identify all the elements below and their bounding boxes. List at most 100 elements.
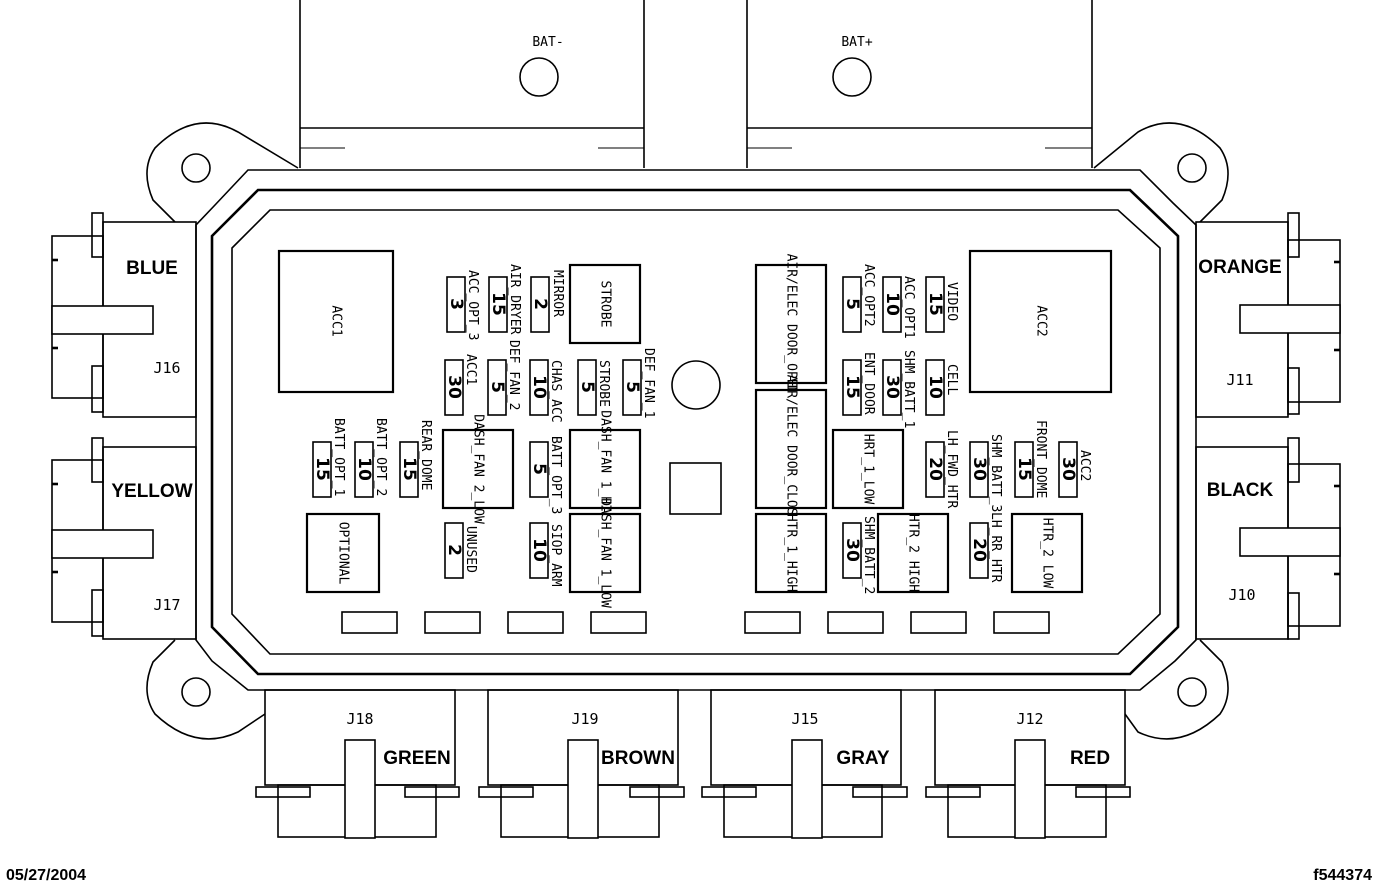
connector-j18: J18 GREEN	[255, 689, 460, 839]
connector-j18-color: GREEN	[383, 748, 451, 769]
fuse-body	[882, 276, 902, 333]
relay-strobe: STROBE	[568, 263, 642, 345]
connector-j11-color: ORANGE	[1198, 257, 1281, 278]
fuse-body	[842, 359, 862, 416]
connector-j17: YELLOW J17	[51, 437, 197, 640]
relay-dash-fan-2-low: DASH_FAN 2_LOW	[441, 414, 515, 524]
fuse-amperage: 30	[969, 457, 989, 481]
connector-j15-color: GRAY	[836, 748, 889, 769]
fuse-name: VIDEO	[944, 282, 959, 321]
fuse-body	[529, 359, 549, 416]
fuse-amperage: 5	[577, 381, 597, 393]
relay-dash-fan-2-low-label: DASH_FAN 2_LOW	[471, 414, 486, 524]
bat-negative-label: BAT-	[532, 35, 563, 50]
relay-strobe-label: STROBE	[598, 281, 613, 328]
fuse-body	[488, 276, 508, 333]
fuse-name: BATT_OPT_3	[548, 436, 563, 514]
relay-air-elec-door-close-label: AIR/ELEC DOOR_CLOSE	[784, 375, 799, 524]
relay-acc2-label: ACC2	[1034, 305, 1049, 336]
connector-j19: J19 BROWN	[478, 689, 685, 839]
connector-j12-id: J12	[1016, 710, 1043, 728]
relay-htr-1-high: HTR_1_HIGH	[754, 512, 828, 594]
fuse-amperage: 10	[354, 457, 374, 481]
fuse-body	[969, 522, 989, 579]
fuse-amperage: 15	[1014, 457, 1034, 481]
fuse-name: DEF_FAN_2	[506, 340, 521, 410]
fuse-amperage: 5	[622, 381, 642, 393]
relay-acc1-label: ACC1	[329, 305, 344, 336]
fuse-amperage: 15	[312, 457, 332, 481]
fuse-amperage: 20	[925, 457, 945, 481]
fuse-name: STROBE	[596, 360, 611, 407]
relay-acc2: ACC2	[968, 249, 1113, 394]
fuse-name: MIRROR	[550, 270, 565, 317]
fuse-amperage: 10	[529, 538, 549, 562]
fuse-body	[622, 359, 642, 416]
fuse-body	[530, 276, 550, 333]
connector-j17-id: J17	[153, 596, 180, 614]
connector-j17-color: YELLOW	[111, 481, 192, 502]
relay-dash-fan-1-low-label: DASH_FAN 1_LOW	[598, 498, 613, 608]
relay-htr-2-low-label: HTR_2 LOW	[1040, 518, 1055, 589]
fuse-amperage: 20	[969, 538, 989, 562]
fuse-body	[399, 441, 419, 498]
relay-hrt-1-low-label: HRT_1_LOW	[861, 434, 876, 505]
connector-j10: BLACK J10	[1195, 437, 1341, 640]
connector-j16-id: J16	[153, 359, 180, 377]
fuse-name: REAR_DOME	[418, 420, 433, 490]
fuse-name: LH_RR_HTR	[988, 512, 1003, 583]
fuse-name: ACC_OPT1	[901, 276, 916, 339]
board-features	[341, 360, 1050, 634]
fuse-name: UNUSED	[463, 526, 478, 573]
mounting-ears	[146, 122, 1229, 740]
relay-hrt-1-low: HRT_1_LOW	[831, 428, 905, 510]
fuse-body	[925, 441, 945, 498]
fuse-name: CELL	[944, 364, 959, 395]
relay-acc1: ACC1	[277, 249, 395, 394]
battery-positive-terminal: BAT+	[746, 0, 1093, 168]
fuse-name: BATT_OPT_2	[373, 418, 388, 496]
connector-j15: J15 GRAY	[701, 689, 908, 839]
fuse-name: ENT_DOOR	[861, 352, 876, 415]
fuse-body	[842, 276, 862, 333]
fuse-name: AIR_DRYER	[507, 264, 522, 335]
relay-dash-fan-1-high: DASH_FAN 1_HIGH	[568, 410, 642, 528]
fuse-amperage: 2	[444, 544, 464, 556]
connector-j10-color: BLACK	[1207, 480, 1274, 501]
connector-j12: J12 RED	[925, 689, 1131, 839]
fuse-amperage: 5	[487, 381, 507, 393]
fuse-name: CHAS_ACC	[548, 360, 563, 423]
fuse-amperage: 15	[399, 457, 419, 481]
relay-htr-2-high: HTR_2 HIGH	[876, 512, 950, 594]
fuse-body	[354, 441, 374, 498]
relay-htr-2-low: HTR_2 LOW	[1010, 512, 1084, 594]
connector-j12-color: RED	[1070, 748, 1110, 769]
relay-air-elec-door-open: AIR/ELEC DOOR_OPEN	[754, 254, 828, 394]
fuse-body	[842, 522, 862, 579]
connector-j19-color: BROWN	[601, 748, 675, 769]
relay-htr-2-high-label: HTR_2 HIGH	[906, 514, 921, 592]
connector-j16: BLUE J16	[51, 212, 197, 418]
fuse-body	[969, 441, 989, 498]
relay-dash-fan-1-high-label: DASH_FAN 1_HIGH	[598, 410, 613, 527]
relay-dash-fan-1-low: DASH_FAN 1_LOW	[568, 498, 642, 608]
fuse-amperage: 15	[842, 375, 862, 399]
connector-j15-id: J15	[791, 710, 818, 728]
fuse-body	[446, 276, 466, 333]
fuse-amperage: 3	[446, 298, 466, 310]
connector-j18-id: J18	[346, 710, 373, 728]
connector-j11-id: J11	[1226, 371, 1253, 389]
connector-j11: ORANGE J11	[1195, 212, 1341, 418]
